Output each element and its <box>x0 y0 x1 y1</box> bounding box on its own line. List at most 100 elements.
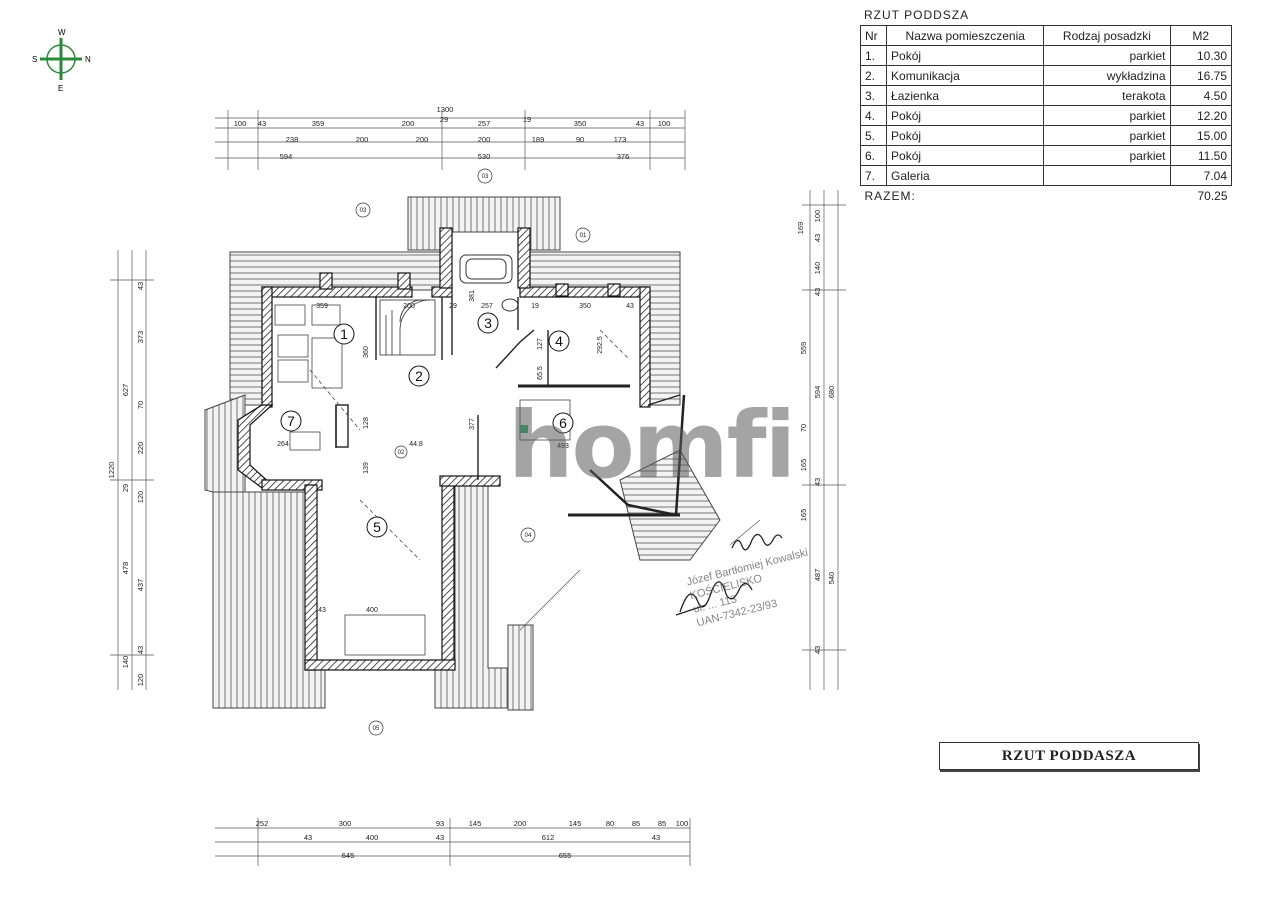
dim-interior: 360 <box>363 346 370 358</box>
dim-top: 100 <box>658 119 671 128</box>
dim-bottom: 612 <box>542 833 555 842</box>
dim-bottom: 85 <box>658 819 666 828</box>
dim-bottom: 80 <box>606 819 614 828</box>
axis-label: 04 <box>525 533 532 539</box>
dim-right: 165 <box>799 459 808 472</box>
dim-left: 43 <box>136 282 145 290</box>
dim-interior: 264 <box>277 441 289 448</box>
dim-interior: 127 <box>537 338 544 350</box>
dim-interior: 377 <box>469 418 476 430</box>
compass-icon: W S N E <box>32 28 91 93</box>
cell-nr: 1. <box>859 45 888 66</box>
table-total-row: RAZEM: 70.25 <box>860 185 1232 205</box>
cell-nr: 7. <box>859 165 888 186</box>
axis-markers: 01 03 03 04 05 02 <box>355 168 591 736</box>
dim-right: 43 <box>813 478 822 486</box>
dim-interior: 139 <box>363 462 370 474</box>
cell-name: Komunikacja <box>886 65 1045 86</box>
dim-bottom: 645 <box>342 851 355 860</box>
cell-floor: parkiet <box>1043 145 1171 166</box>
dim-top: 594 <box>280 152 293 161</box>
dim-interior: 350 <box>579 303 591 310</box>
partitions <box>335 297 686 517</box>
dim-top: 200 <box>402 119 415 128</box>
dim-right: 43 <box>813 646 822 654</box>
dim-top: 376 <box>617 152 630 161</box>
dim-interior: 400 <box>366 607 378 614</box>
dim-top: 29 <box>440 115 448 124</box>
axis-label: 02 <box>398 450 405 456</box>
dim-bottom: 300 <box>339 819 352 828</box>
dim-interior: 43 <box>318 607 326 614</box>
dim-top: 238 <box>286 135 299 144</box>
compass-east: E <box>58 84 63 93</box>
table-title: RZUT PODDSZA <box>864 8 970 22</box>
dim-interior: 29 <box>449 303 457 310</box>
room-number-5: 5 <box>373 519 381 535</box>
dim-bottom: 252 <box>256 819 269 828</box>
dim-right: 169 <box>796 222 805 235</box>
dim-left-overall: 1220 <box>107 462 116 479</box>
roof-outline <box>204 196 721 711</box>
walls <box>237 227 651 671</box>
top-dimensions: 1300 100 43 359 200 29 257 19 350 43 100… <box>234 105 671 161</box>
marker-dot <box>520 425 528 433</box>
compass-west: W <box>58 28 66 37</box>
cell-floor: terakota <box>1043 85 1171 106</box>
bathtub <box>459 254 519 312</box>
watermark-logo: homfi <box>508 392 796 499</box>
dim-right: 70 <box>799 424 808 432</box>
dimension-lines <box>110 110 846 866</box>
dim-interior: 200 <box>403 303 415 310</box>
cell-name: Pokój <box>886 125 1045 146</box>
dim-interior: 381 <box>469 290 476 302</box>
header-nr: Nr <box>859 25 888 46</box>
cell-name: Pokój <box>886 105 1045 126</box>
room-number-4: 4 <box>555 333 563 349</box>
dim-left: 373 <box>136 331 145 344</box>
dim-right: 100 <box>813 210 822 223</box>
header-name: Nazwa pomieszczenia <box>886 25 1045 46</box>
right-dimensions: 100 43 140 43 559 70 165 43 165 487 43 1… <box>796 210 836 654</box>
dim-top: 359 <box>312 119 325 128</box>
dim-bottom: 655 <box>559 851 572 860</box>
dim-top: 200 <box>478 135 491 144</box>
cell-name: Łazienka <box>886 85 1045 106</box>
table-header-row: Nr Nazwa pomieszczenia Rodzaj posadzki M… <box>859 25 1232 46</box>
dim-right: 559 <box>799 342 808 355</box>
dim-left: 478 <box>121 562 130 575</box>
total-spacer <box>1043 185 1170 205</box>
dim-right: 43 <box>813 234 822 242</box>
cell-nr: 4. <box>859 105 888 126</box>
dim-left: 220 <box>136 442 145 455</box>
cell-floor: parkiet <box>1043 125 1171 146</box>
dim-top: 200 <box>416 135 429 144</box>
dim-top: 90 <box>576 135 584 144</box>
room-numbers: 1 2 3 4 5 6 7 <box>280 312 574 538</box>
cell-area: 10.30 <box>1169 45 1232 66</box>
dim-top: 43 <box>258 119 266 128</box>
dim-right: 140 <box>813 262 822 275</box>
dim-right: 487 <box>813 569 822 582</box>
dim-top: 350 <box>574 119 587 128</box>
cell-floor: parkiet <box>1043 105 1171 126</box>
dim-left: 120 <box>136 491 145 504</box>
drawing-title: RZUT PODDASZA <box>939 742 1199 770</box>
dim-top: 200 <box>356 135 369 144</box>
dim-interior: 128 <box>363 417 370 429</box>
dim-left: 120 <box>136 674 145 687</box>
dim-top: 100 <box>234 119 247 128</box>
cell-area: 15.00 <box>1169 125 1232 146</box>
cell-area: 7.04 <box>1169 165 1232 186</box>
room-number-1: 1 <box>340 326 348 342</box>
compass-south: S <box>32 55 37 64</box>
dim-right: 680 <box>827 386 836 399</box>
room-number-2: 2 <box>415 368 423 384</box>
compass-north: N <box>85 55 91 64</box>
cell-area: 11.50 <box>1169 145 1232 166</box>
dim-interior: 19 <box>531 303 539 310</box>
